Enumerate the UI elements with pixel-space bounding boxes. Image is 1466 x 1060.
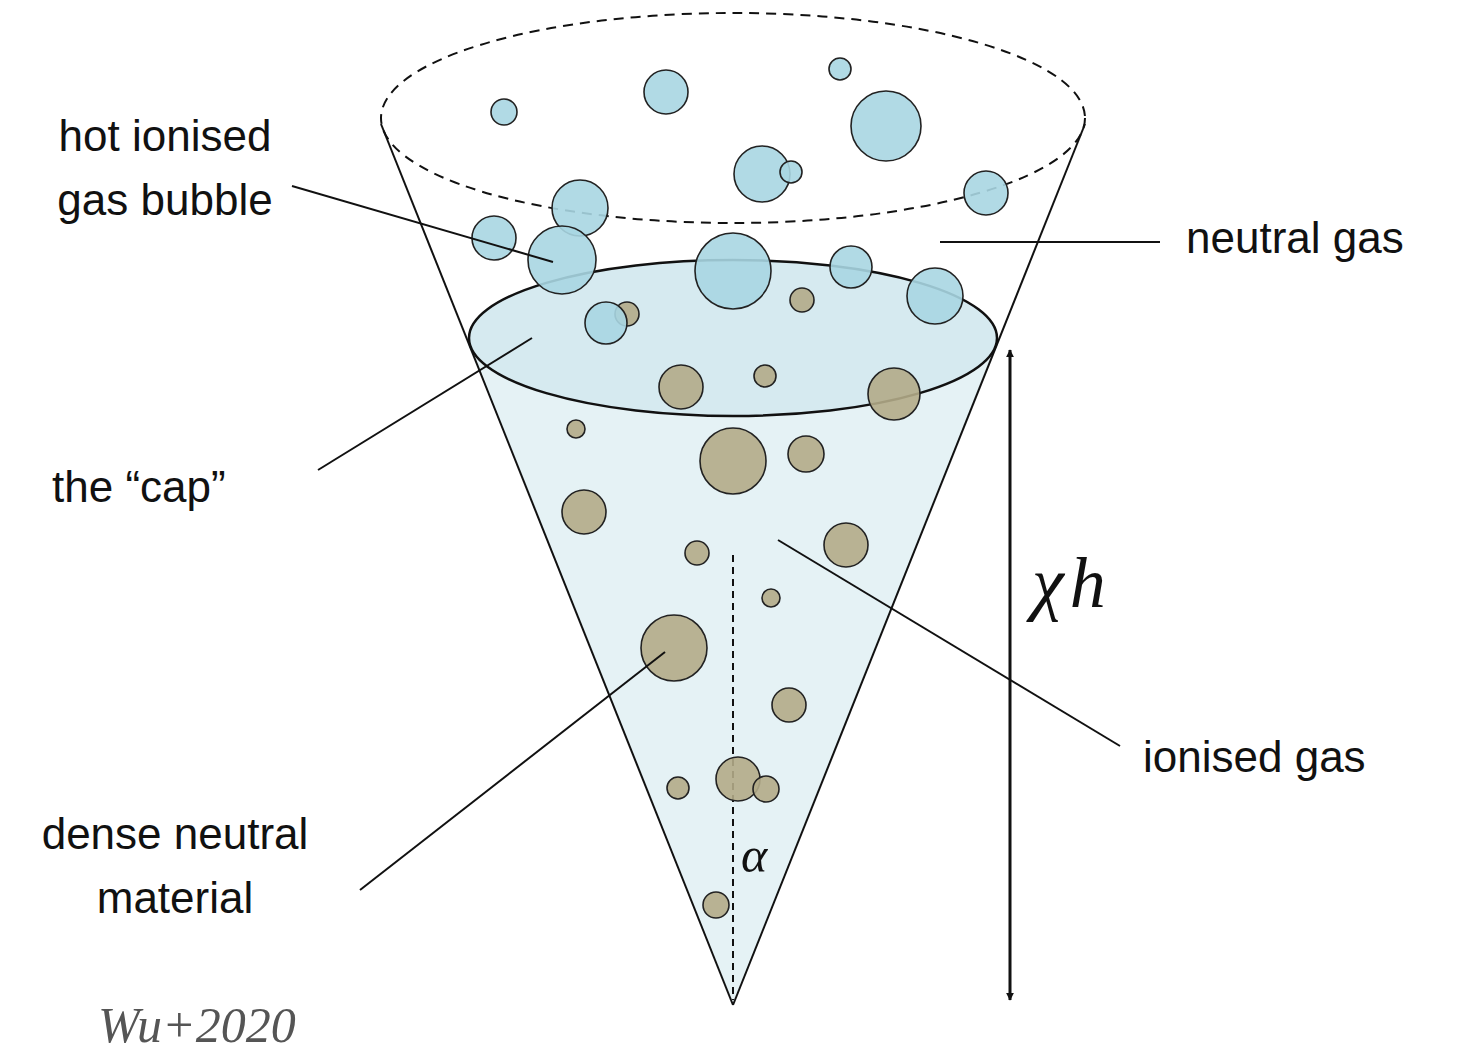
bubble [851, 91, 921, 161]
bubble [667, 777, 689, 799]
bubble [644, 70, 688, 114]
bubble [907, 268, 963, 324]
bubble [772, 688, 806, 722]
ionised-gas-label: ionised gas [1143, 725, 1366, 789]
bubble [964, 171, 1008, 215]
chi-h-label: χh [1032, 540, 1112, 626]
bubble [753, 776, 779, 802]
bubble [472, 216, 516, 260]
bubble [585, 302, 627, 344]
bubble [830, 246, 872, 288]
bubble [528, 226, 596, 294]
bubble [695, 233, 771, 309]
bubble [790, 288, 814, 312]
bubble [700, 428, 766, 494]
bubble [567, 420, 585, 438]
bubble [824, 523, 868, 567]
bubble [685, 541, 709, 565]
bubble [491, 99, 517, 125]
bubble [868, 368, 920, 420]
bubble [641, 615, 707, 681]
bubble [703, 892, 729, 918]
neutral-gas-label: neutral gas [1186, 206, 1404, 270]
bubble [659, 365, 703, 409]
bubble [762, 589, 780, 607]
citation-label: Wu+2020 [98, 995, 296, 1055]
bubble [780, 161, 802, 183]
cap-label: the “cap” [52, 455, 226, 519]
bubble [754, 365, 776, 387]
bubble [788, 436, 824, 472]
alpha-label: α [741, 825, 767, 885]
hot-bubble-label: hot ionised gas bubble [20, 104, 310, 232]
bubble [829, 58, 851, 80]
bubble [562, 490, 606, 534]
dense-material-label: dense neutral material [10, 802, 340, 930]
